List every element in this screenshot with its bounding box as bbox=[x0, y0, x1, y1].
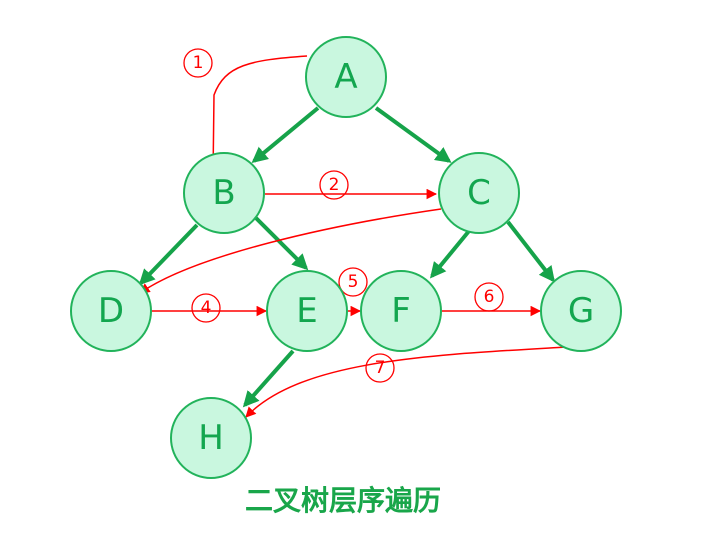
tree-edge-b-d bbox=[138, 223, 199, 286]
tree-nodes: A B C D E F G H bbox=[70, 36, 622, 479]
step-marker-5: 5 bbox=[338, 267, 368, 297]
step-label: 6 bbox=[484, 287, 495, 307]
tree-edge-e-h bbox=[242, 349, 295, 408]
step-marker-6: 6 bbox=[474, 282, 504, 312]
tree-edge-a-c bbox=[374, 106, 452, 163]
tree-edge-b-e bbox=[253, 215, 309, 271]
step-marker-2: 2 bbox=[319, 170, 349, 200]
step-label: 2 bbox=[329, 175, 340, 195]
tree-node-d: D bbox=[70, 270, 152, 352]
node-label: A bbox=[334, 57, 357, 97]
step-label: 4 bbox=[201, 298, 212, 318]
traversal-edge-a-b bbox=[207, 55, 308, 179]
node-label: B bbox=[212, 173, 235, 213]
tree-node-h: H bbox=[170, 397, 252, 479]
tree-edge-c-f bbox=[429, 229, 471, 279]
step-label: 7 bbox=[375, 358, 386, 378]
step-marker-4: 4 bbox=[191, 293, 221, 323]
tree-edge-c-g bbox=[506, 220, 555, 283]
tree-node-g: G bbox=[540, 270, 622, 352]
traversal-edge-c-d bbox=[139, 208, 442, 294]
traversal-step-markers: 1 2 4 5 6 7 bbox=[183, 48, 504, 383]
node-label: C bbox=[467, 173, 491, 213]
node-label: G bbox=[568, 291, 594, 331]
tree-edge-a-b bbox=[251, 106, 320, 164]
step-label: 1 bbox=[193, 53, 204, 73]
tree-edges bbox=[138, 106, 555, 408]
step-label: 5 bbox=[348, 272, 359, 292]
diagram-caption: 二叉树层序遍历 bbox=[245, 484, 441, 517]
tree-node-c: C bbox=[438, 152, 520, 234]
tree-node-f: F bbox=[360, 270, 442, 352]
step-marker-7: 7 bbox=[365, 353, 395, 383]
node-label: H bbox=[198, 418, 224, 458]
traversal-edge-g-h bbox=[245, 346, 567, 418]
node-label: F bbox=[391, 291, 411, 331]
node-label: E bbox=[296, 291, 317, 331]
tree-node-e: E bbox=[266, 270, 348, 352]
step-marker-1: 1 bbox=[183, 48, 213, 78]
tree-node-b: B bbox=[183, 152, 265, 234]
tree-node-a: A bbox=[305, 36, 387, 118]
node-label: D bbox=[98, 291, 124, 331]
